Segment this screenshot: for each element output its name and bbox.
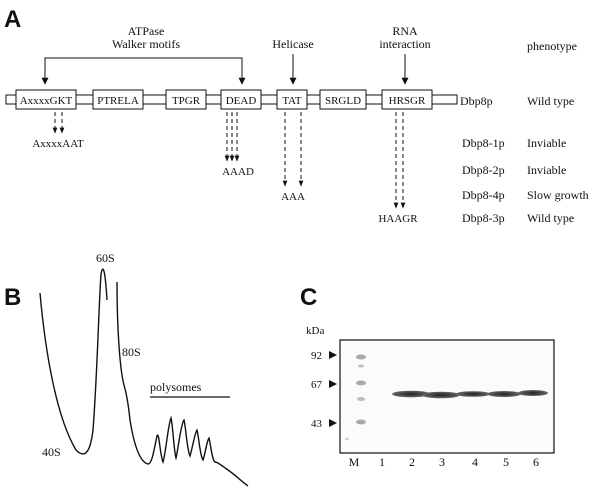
protein-name: Dbp8-1p	[462, 136, 505, 150]
motif-boxes: AxxxxGKT PTRELA TPGR DEAD TAT SRGLD HRSG…	[15, 89, 433, 110]
rna-label: RNA	[392, 24, 418, 38]
motif-box	[319, 89, 367, 110]
mutation-arrows	[52, 112, 406, 209]
protein-band	[456, 391, 490, 397]
protein-name: Dbp8p	[460, 94, 493, 108]
lane-label: 1	[379, 455, 385, 469]
kda-label: kDa	[306, 325, 324, 337]
mw-marker: 92	[311, 350, 322, 362]
phenotype-value: Wild type	[527, 211, 574, 225]
mw-marker: 67	[311, 379, 323, 391]
phenotype-value: Inviable	[527, 163, 566, 177]
atpase-label: ATPase	[128, 24, 165, 38]
protein-name: Dbp8-3p	[462, 211, 505, 225]
motif-box	[92, 89, 144, 110]
polysome-profile-trace	[39, 268, 249, 487]
lane-label: M	[349, 455, 360, 469]
phenotype-value: Slow growth	[527, 188, 589, 202]
walker-bracket	[44, 57, 243, 82]
panel-b-letter: B	[4, 284, 21, 311]
motif-box	[381, 89, 433, 110]
protein-name: Dbp8-2p	[462, 163, 505, 177]
motif-label: SRGLD	[325, 95, 361, 107]
motif-label: TAT	[282, 95, 302, 107]
mutation-label: HAAGR	[378, 213, 418, 225]
marker-band	[356, 380, 366, 386]
motif-label: HRSGR	[389, 95, 426, 107]
panel-c: C kDa 92 67 43 M 1 2 3 4 5 6	[300, 284, 555, 469]
marker-band	[356, 354, 366, 360]
motif-box	[165, 89, 207, 110]
motif-label: TPGR	[172, 95, 201, 107]
protein-band	[422, 391, 460, 399]
marker-band	[358, 364, 364, 368]
lane-label: 2	[409, 455, 415, 469]
motif-label: PTRELA	[97, 95, 139, 107]
motif-box	[15, 89, 77, 110]
phenotype-value: Wild type	[527, 94, 574, 108]
protein-band	[518, 390, 548, 396]
marker-pointer-icon	[329, 351, 337, 359]
lane-label: 4	[472, 455, 478, 469]
panel-b: B 60S 80S 40S polysomes	[4, 251, 249, 487]
lane-label: 3	[439, 455, 445, 469]
protein-band	[392, 390, 430, 398]
helicase-label: Helicase	[272, 37, 313, 51]
marker-pointer-icon	[329, 419, 337, 427]
panel-c-letter: C	[300, 284, 317, 311]
interaction-label: interaction	[379, 37, 430, 51]
motif-box	[220, 89, 262, 110]
marker-band	[357, 397, 365, 401]
marker-band	[345, 437, 349, 441]
motif-label: DEAD	[226, 95, 257, 107]
marker-band	[356, 419, 366, 425]
peak-label: 60S	[96, 251, 115, 265]
mutation-label: AxxxxAAT	[32, 138, 84, 150]
peak-label: 80S	[122, 345, 141, 359]
walker-motifs-label: Walker motifs	[112, 37, 180, 51]
protein-band	[487, 391, 521, 397]
panel-a: A ATPase Walker motifs Helicase RNA inte…	[4, 6, 589, 225]
protein-name: Dbp8-4p	[462, 188, 505, 202]
phenotype-value: Inviable	[527, 136, 566, 150]
lane-label: 6	[533, 455, 539, 469]
phenotype-header: phenotype	[527, 39, 577, 53]
mw-marker: 43	[311, 418, 323, 430]
lane-label: 5	[503, 455, 509, 469]
polysomes-label: polysomes	[150, 380, 202, 394]
mutation-label: AAAD	[222, 166, 254, 178]
motif-box	[276, 89, 308, 110]
marker-pointer-icon	[329, 380, 337, 388]
mutation-label: AAA	[281, 191, 305, 203]
panel-a-letter: A	[4, 6, 21, 33]
peak-label: 40S	[42, 445, 61, 459]
motif-label: AxxxxGKT	[20, 95, 73, 107]
